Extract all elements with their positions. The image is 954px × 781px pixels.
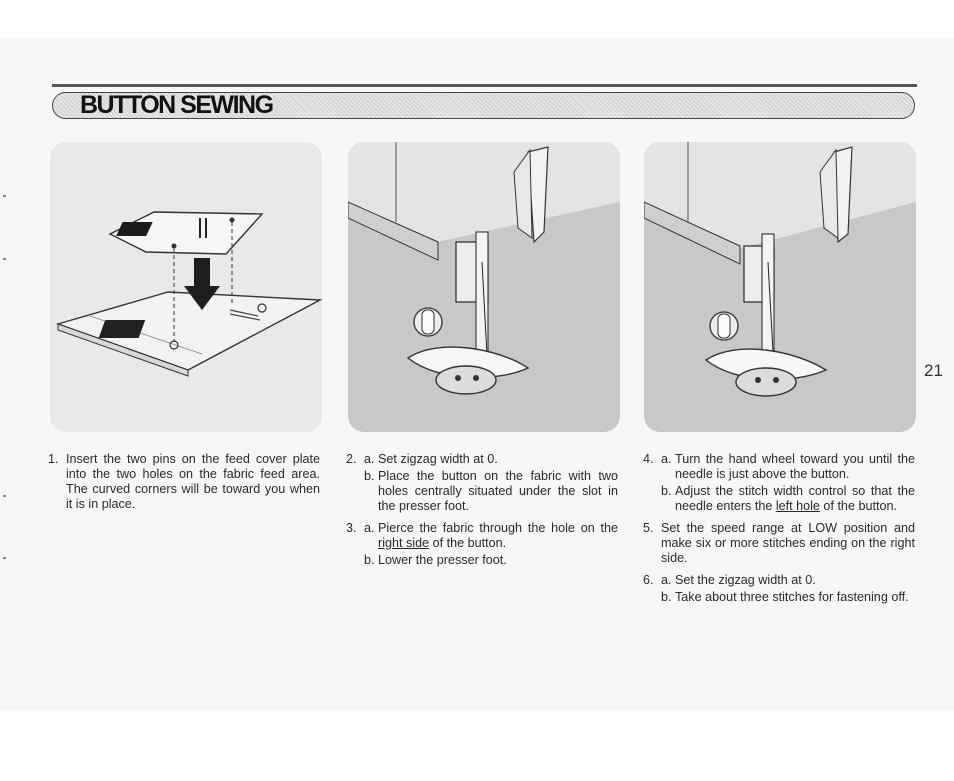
- illustration-feed-cover-plate: [50, 142, 322, 432]
- margin-mark: [3, 195, 6, 197]
- step-text: Pierce the fabric through the hole on th…: [378, 521, 618, 551]
- margin-mark: [3, 495, 6, 497]
- step-text: Set the speed range at LOW position and …: [661, 521, 915, 565]
- step-text-part: of the button.: [819, 499, 897, 513]
- step-sub-letter: b.: [364, 553, 375, 567]
- margin-mark: [3, 258, 6, 260]
- step-text-underlined: left hole: [775, 499, 820, 513]
- instructions-column-3: 4. a. Turn the hand wheel toward you unt…: [643, 452, 915, 612]
- step-text: Turn the hand wheel toward you until the…: [675, 452, 915, 481]
- step-number: 3.: [346, 521, 357, 535]
- step-4a: 4. a. Turn the hand wheel toward you unt…: [643, 452, 915, 482]
- needle-drawing: [644, 142, 916, 397]
- step-text-underlined: right side: [378, 536, 430, 550]
- step-text-part: Pierce the fabric through the hole on th…: [378, 521, 618, 535]
- header-rule: [52, 84, 917, 87]
- page-number: 21: [924, 361, 943, 380]
- step-6b: b. Take about three stitches for fasteni…: [643, 590, 915, 605]
- step-number: 6.: [643, 573, 654, 587]
- step-text-part: of the button.: [429, 536, 507, 550]
- title-bar: [52, 92, 915, 119]
- step-text: Lower the presser foot.: [378, 553, 507, 567]
- step-number: 4.: [643, 452, 654, 466]
- presser-foot-drawing: [348, 142, 620, 395]
- step-sub-letter: b.: [364, 469, 375, 483]
- page-title: BUTTON SEWING: [80, 91, 274, 119]
- illustration-needle-above-button: [644, 142, 916, 432]
- step-text: Set zigzag width at 0.: [378, 452, 498, 466]
- step-text: Adjust the stitch width control so that …: [675, 484, 915, 514]
- step-text-part: Adjust the stitch width control so that …: [675, 484, 915, 513]
- step-number: 2.: [346, 452, 357, 466]
- step-sub-letter: a.: [661, 452, 672, 466]
- step-2a: 2. a. Set zigzag width at 0.: [346, 452, 618, 467]
- step-5: 5. Set the speed range at LOW position a…: [643, 521, 915, 566]
- step-3a: 3. a. Pierce the fabric through the hole…: [346, 521, 618, 551]
- step-sub-letter: a.: [364, 452, 375, 466]
- instructions-column-1: 1. Insert the two pins on the feed cover…: [48, 452, 320, 519]
- step-sub-letter: a.: [364, 521, 375, 535]
- step-sub-letter: b.: [661, 590, 672, 604]
- step-sub-letter: b.: [661, 484, 672, 498]
- step-text: Take about three stitches for fastening …: [675, 590, 909, 604]
- step-number: 1.: [48, 452, 59, 466]
- step-2b: b. Place the button on the fabric with t…: [346, 469, 618, 514]
- feed-cover-plate-drawing: [55, 211, 322, 377]
- step-1: 1. Insert the two pins on the feed cover…: [48, 452, 320, 512]
- margin-mark: [3, 557, 6, 559]
- illustration-presser-foot-button: [348, 142, 620, 432]
- step-6a: 6. a. Set the zigzag width at 0.: [643, 573, 915, 588]
- step-text: Place the button on the fabric with two …: [378, 469, 618, 513]
- step-sub-letter: a.: [661, 573, 672, 587]
- step-text: Insert the two pins on the feed cover pl…: [66, 452, 320, 511]
- step-4b: b. Adjust the stitch width control so th…: [643, 484, 915, 514]
- step-text: Set the zigzag width at 0.: [675, 573, 816, 587]
- instructions-column-2: 2. a. Set zigzag width at 0. b. Place th…: [346, 452, 618, 575]
- step-number: 5.: [643, 521, 654, 535]
- step-3b: b. Lower the presser foot.: [346, 553, 618, 568]
